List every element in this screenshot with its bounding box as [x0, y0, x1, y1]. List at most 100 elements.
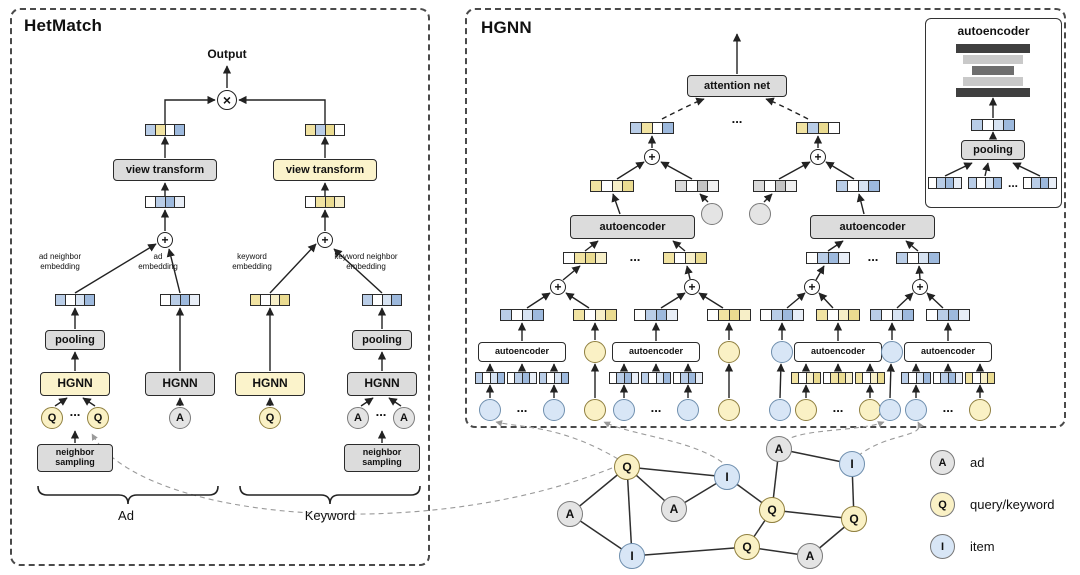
embedding-cell [635, 310, 645, 320]
view-transform-keyword: view transform [273, 159, 377, 181]
embedding-cell [856, 373, 863, 383]
embedding-cell [532, 310, 543, 320]
flow-arrow [856, 193, 865, 215]
embedding-cell [947, 310, 959, 320]
flow-arrow [616, 161, 645, 180]
embedding-bar [816, 309, 860, 321]
brace [37, 485, 219, 505]
embedding-cell [806, 123, 818, 133]
embedding-cell [958, 310, 969, 320]
embedding-cell [616, 373, 624, 383]
embedding-cell [622, 181, 633, 191]
embedding-cell [1024, 178, 1032, 188]
embedding-cell [984, 178, 993, 188]
embedding-cell [915, 373, 923, 383]
embedding-bar [305, 124, 345, 136]
flow-arrow [565, 292, 590, 309]
embedding-bar [965, 372, 995, 384]
embedding-cell [828, 123, 839, 133]
group-label-keyword: Keyword [304, 508, 356, 523]
embedding-cell [1003, 120, 1014, 130]
embedding-cell [684, 253, 696, 263]
embedding-bar [760, 309, 804, 321]
group-label-ad: Ad [118, 508, 134, 523]
embedding-cell [817, 310, 827, 320]
embedding-cell [324, 197, 335, 207]
autoencoder-left: autoencoder [570, 215, 695, 239]
flow-arrow [238, 95, 326, 124]
embedding-cell [966, 373, 973, 383]
embedding-cell [642, 373, 649, 383]
embedding-cell [837, 373, 845, 383]
embedding-cell [940, 373, 948, 383]
embedding-cell [546, 373, 554, 383]
legend-label-ad: ad [970, 455, 985, 470]
graph-edge [626, 466, 728, 478]
ad-node [701, 203, 723, 225]
ad-node: A [557, 501, 583, 527]
embedding-cell [655, 373, 663, 383]
embedding-cell [662, 123, 673, 133]
embedding-cell [674, 373, 681, 383]
embedding-cell [897, 253, 907, 263]
embedding-bar [590, 180, 634, 192]
embedding-cell [871, 310, 881, 320]
embedding-cell [489, 373, 497, 383]
embedding-cell [972, 373, 980, 383]
graph-edge [631, 546, 748, 557]
pooling-inset: pooling [961, 140, 1025, 160]
embedding-bar [641, 372, 671, 384]
embedding-cell [605, 310, 616, 320]
label-ad-neighbor-embedding: ad neighbor embedding [38, 252, 82, 271]
ellipsis: ... [650, 400, 662, 415]
plus-operator: + [157, 232, 173, 248]
ad-node: A [661, 496, 687, 522]
embedding-cell [371, 295, 382, 305]
hgnn-panel [465, 8, 1066, 428]
plus-operator: + [684, 279, 700, 295]
embedding-bar [609, 372, 639, 384]
embedding-cell [936, 178, 945, 188]
hetmatch-panel [10, 8, 430, 566]
embedding-bar [573, 309, 617, 321]
embedding-cell [844, 373, 852, 383]
ellipsis: ... [69, 404, 81, 419]
flow-arrow [944, 162, 973, 177]
ad-node-icon: A [930, 450, 955, 475]
embedding-cell [816, 253, 828, 263]
autoencoder-small-4: autoencoder [904, 342, 992, 362]
embedding-cell [666, 310, 677, 320]
flow-arrow [269, 243, 317, 294]
pooling-ad: pooling [45, 330, 105, 350]
flow-arrow [776, 363, 785, 399]
embedding-cell [662, 373, 670, 383]
query-node: Q [759, 497, 785, 523]
embedding-cell [927, 310, 937, 320]
ellipsis: ... [516, 400, 528, 415]
ellipsis: ... [629, 249, 641, 264]
plus-operator: + [550, 279, 566, 295]
flow-arrow [611, 193, 621, 215]
graph-link-arrow [91, 433, 613, 515]
embedding-cell [798, 373, 806, 383]
query-node: Q [41, 407, 63, 429]
pooling-keyword: pooling [352, 330, 412, 350]
embedding-cell [934, 373, 941, 383]
query-node-icon: Q [930, 492, 955, 517]
embedding-cell [64, 295, 75, 305]
embedding-cell [611, 181, 623, 191]
autoencoder-small-3: autoencoder [794, 342, 882, 362]
embedding-cell [648, 373, 656, 383]
hgnn-ad: HGNN [145, 372, 215, 396]
flow-arrow [333, 248, 383, 294]
embedding-bar [933, 372, 963, 384]
label-keyword-neighbor-embedding: keyword neighbor embedding [334, 252, 398, 271]
embedding-cell [830, 373, 838, 383]
flow-arrow [660, 292, 686, 309]
embedding-cell [508, 373, 515, 383]
embedding-cell [560, 373, 568, 383]
flow-arrow [698, 292, 724, 309]
embedding-cell [739, 310, 750, 320]
item-node: I [714, 464, 740, 490]
embedding-cell [269, 295, 280, 305]
